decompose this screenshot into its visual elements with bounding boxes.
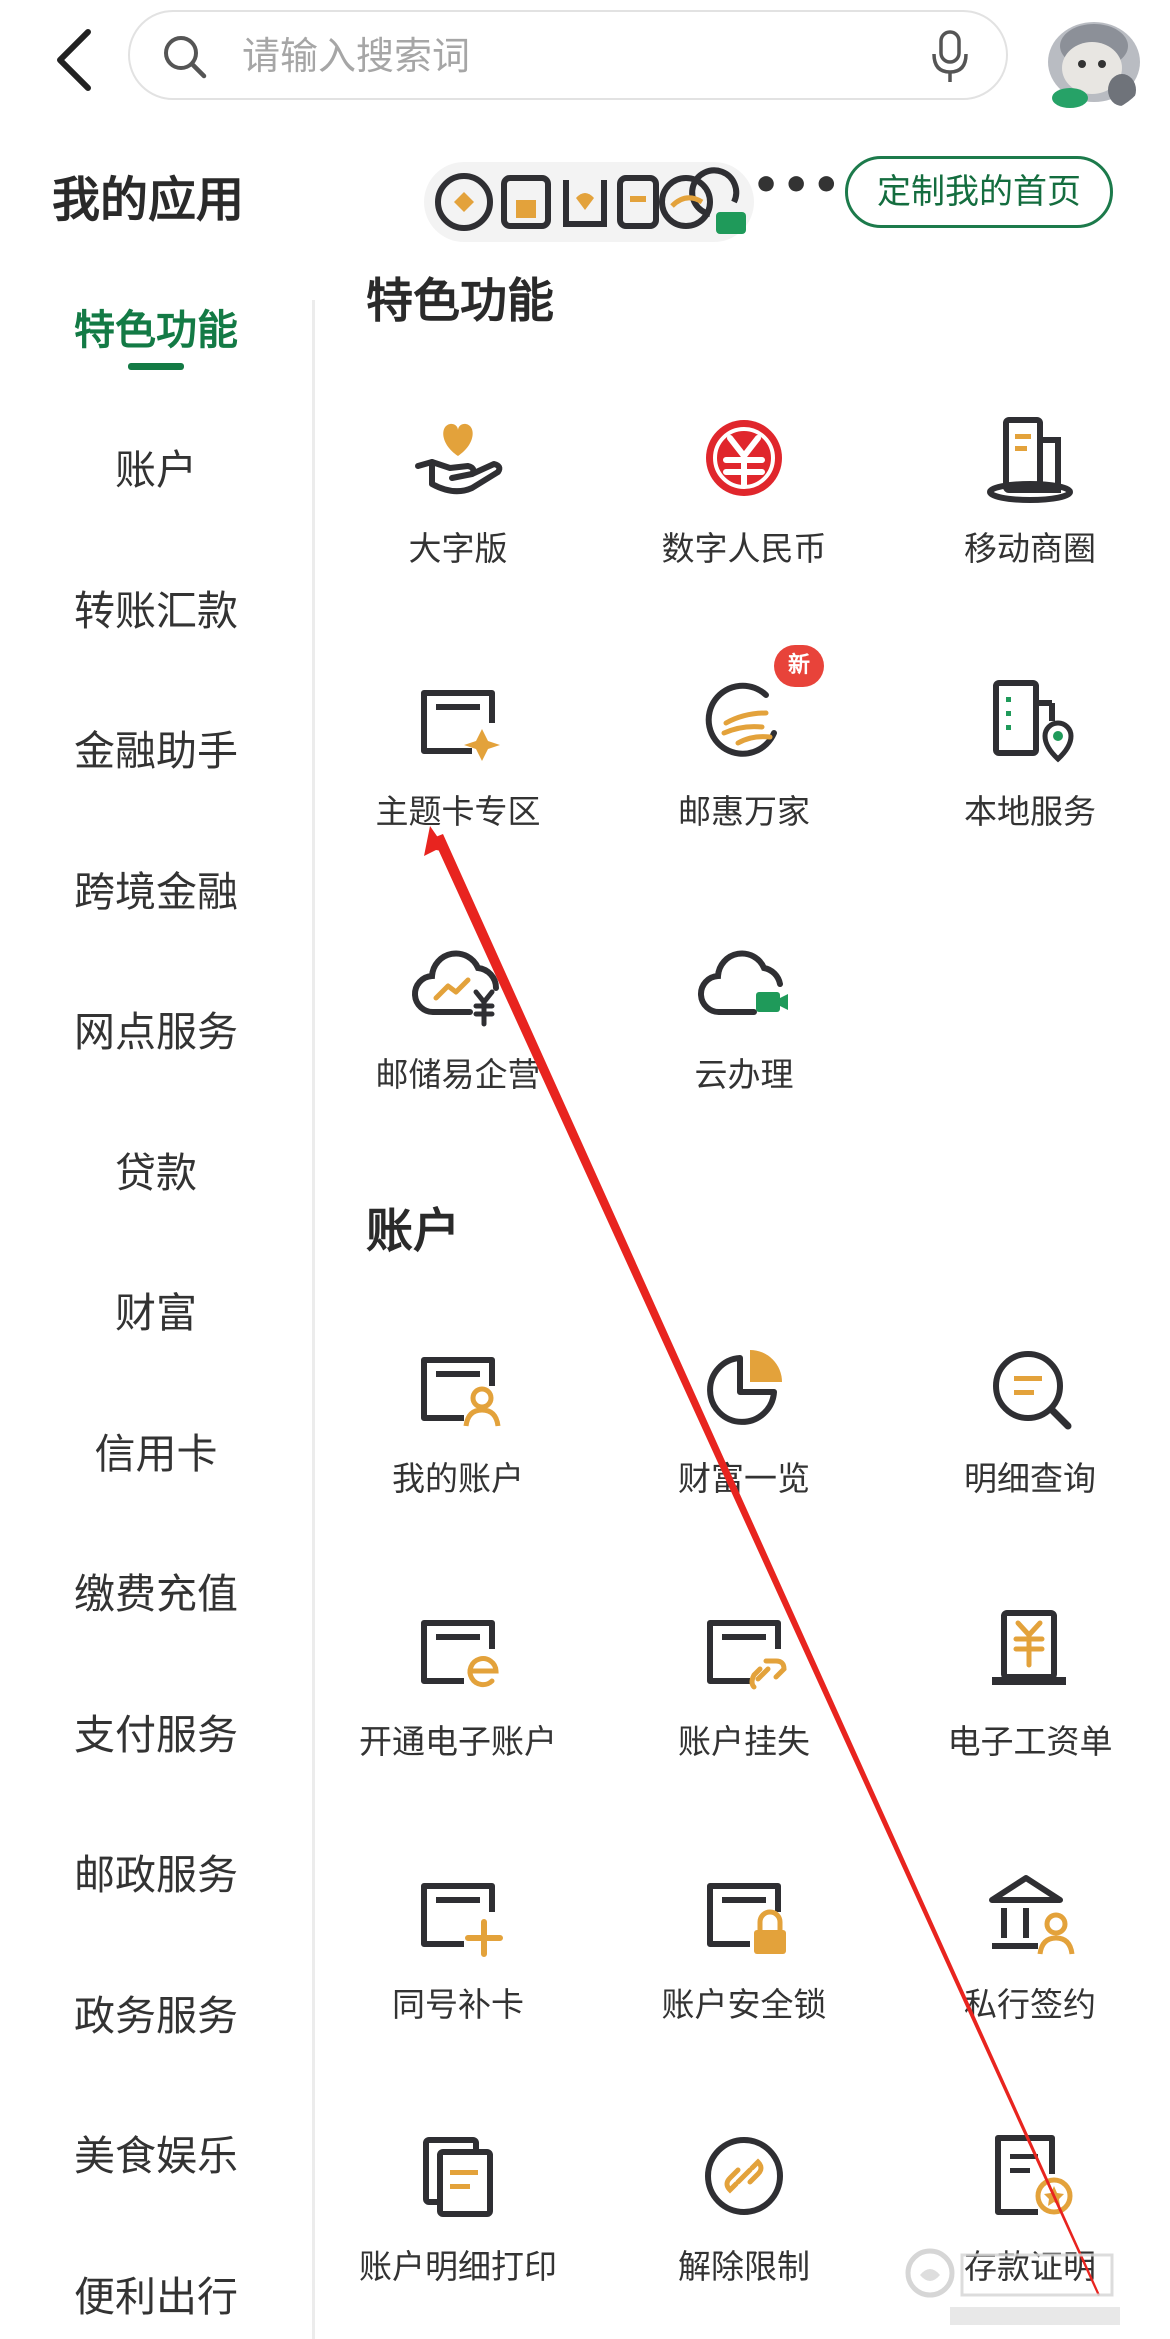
tile-label: 私行签约 <box>964 1985 1096 2024</box>
sidebar-item-food-fun[interactable]: 美食娱乐 <box>74 2132 238 2180</box>
tile-label: 数字人民币 <box>661 529 827 568</box>
sidebar-item-gov-service[interactable]: 政务服务 <box>74 1992 238 2040</box>
tile-e-payslip[interactable]: 电子工资单 <box>886 1603 1166 1833</box>
tile-label: 邮惠万家 <box>678 792 810 831</box>
tile-cloud-enterprise[interactable]: 邮储易企营 <box>314 936 594 1166</box>
tile-label: 云办理 <box>694 1055 794 1094</box>
tile-label: 本地服务 <box>964 792 1096 831</box>
tile-label: 开通电子账户 <box>359 1722 557 1761</box>
private-bank-icon <box>989 1875 1075 1955</box>
wealth-pie-icon <box>707 1350 782 1425</box>
tile-label: 移动商圈 <box>964 529 1096 568</box>
sidebar-item-finance-assistant[interactable]: 金融助手 <box>74 727 238 775</box>
tile-label: 同号补卡 <box>392 1985 524 2024</box>
postal-benefit-icon <box>705 682 777 757</box>
tile-lift-restriction[interactable]: 解除限制 <box>600 2128 880 2339</box>
search-box[interactable] <box>128 10 1008 100</box>
sidebar-item-featured[interactable]: 特色功能 <box>74 306 238 354</box>
avatar-image-icon <box>1030 6 1150 114</box>
avatar[interactable] <box>1030 6 1150 114</box>
tile-open-e-account[interactable]: 开通电子账户 <box>314 1603 594 1833</box>
tile-security-lock[interactable]: 账户安全锁 <box>600 1866 880 2096</box>
tile-label: 财富一览 <box>678 1459 810 1498</box>
tile-label: 电子工资单 <box>947 1722 1113 1761</box>
tile-label: 账户安全锁 <box>661 1985 827 2024</box>
tile-card-replacement[interactable]: 同号补卡 <box>314 1866 594 2096</box>
detail-search-icon <box>993 1351 1072 1430</box>
tile-print-details[interactable]: 账户明细打印 <box>314 2128 594 2339</box>
sidebar-item-loans[interactable]: 贷款 <box>115 1149 197 1197</box>
tile-label: 账户明细打印 <box>359 2247 557 2286</box>
deposit-cert-icon <box>995 2135 1073 2215</box>
tile-local-service[interactable]: 本地服务 <box>886 673 1166 903</box>
sidebar-item-postal-service[interactable]: 邮政服务 <box>74 1851 238 1899</box>
chevron-left-icon <box>57 29 91 91</box>
new-badge: 新 <box>774 645 824 687</box>
customize-home-button[interactable]: 定制我的首页 <box>845 156 1113 228</box>
sidebar-item-transfer[interactable]: 转账汇款 <box>74 587 238 635</box>
digital-rmb-icon <box>706 420 782 496</box>
sidebar-item-account[interactable]: 账户 <box>115 446 197 494</box>
tile-report-loss[interactable]: 账户挂失 <box>600 1603 880 1833</box>
tile-mobile-business[interactable]: 移动商圈 <box>886 410 1166 640</box>
tile-cloud-service[interactable]: 云办理 <box>600 936 880 1166</box>
search-input[interactable] <box>242 26 882 86</box>
tile-wealth-overview[interactable]: 财富一览 <box>600 1340 880 1570</box>
report-loss-icon <box>707 1620 787 1690</box>
pinned-more-indicator[interactable]: ••• <box>752 160 843 211</box>
cloud-enterprise-icon <box>411 950 500 1027</box>
tile-label: 账户挂失 <box>678 1722 810 1761</box>
sidebar-item-branch-service[interactable]: 网点服务 <box>74 1008 238 1056</box>
pinned-apps-icons <box>435 167 746 234</box>
sidebar-item-pay-service[interactable]: 支付服务 <box>74 1711 238 1759</box>
tile-label: 邮储易企营 <box>375 1055 541 1094</box>
theme-card-icon <box>421 690 500 761</box>
unlock-limit-icon <box>705 2137 783 2215</box>
section-title-featured: 特色功能 <box>366 274 554 329</box>
sidebar-item-payment-topup[interactable]: 缴费充值 <box>74 1570 238 1618</box>
business-district-icon <box>987 417 1073 503</box>
sidebar-item-travel[interactable]: 便利出行 <box>74 2273 238 2321</box>
tile-large-font[interactable]: 大字版 <box>314 410 594 640</box>
tile-detail-query[interactable]: 明细查询 <box>886 1340 1166 1570</box>
tile-theme-card[interactable]: 主题卡专区 <box>314 673 594 903</box>
sidebar-divider <box>312 300 315 2339</box>
tile-postal-benefit[interactable]: 新 邮惠万家 <box>600 645 880 903</box>
e-account-icon <box>421 1620 499 1688</box>
top-bar <box>0 0 1170 120</box>
back-button[interactable] <box>48 22 108 98</box>
tile-label: 我的账户 <box>392 1459 524 1498</box>
section-title-account: 账户 <box>366 1204 460 1259</box>
cloud-service-icon <box>697 950 788 1016</box>
sidebar-active-indicator <box>128 363 184 370</box>
tile-label: 大字版 <box>408 529 508 568</box>
pinned-apps-strip[interactable] <box>424 162 754 242</box>
watermark-logo-icon <box>905 2248 1120 2325</box>
tile-digital-rmb[interactable]: 数字人民币 <box>600 410 880 640</box>
category-sidebar: 特色功能 账户 转账汇款 金融助手 跨境金融 网点服务 贷款 财富 信用卡 缴费… <box>0 285 312 2339</box>
tile-label: 解除限制 <box>678 2247 810 2286</box>
local-service-icon <box>993 680 1074 763</box>
tile-my-account[interactable]: 我的账户 <box>314 1340 594 1570</box>
sidebar-item-cross-border[interactable]: 跨境金融 <box>74 868 238 916</box>
microphone-icon[interactable] <box>930 30 970 84</box>
sidebar-item-wealth[interactable]: 财富 <box>115 1289 197 1337</box>
heart-hand-icon <box>415 423 503 495</box>
e-payslip-icon <box>992 1610 1066 1685</box>
tile-private-banking[interactable]: 私行签约 <box>886 1866 1166 2096</box>
tile-label: 明细查询 <box>964 1459 1096 1498</box>
tile-label: 主题卡专区 <box>375 792 541 831</box>
print-details-icon <box>423 2137 493 2217</box>
my-apps-title: 我的应用 <box>52 172 245 228</box>
search-icon <box>164 36 207 79</box>
card-replace-icon <box>421 1883 503 1957</box>
sidebar-item-credit-card[interactable]: 信用卡 <box>94 1430 218 1478</box>
my-account-icon <box>421 1357 501 1427</box>
security-lock-icon <box>707 1883 786 1954</box>
